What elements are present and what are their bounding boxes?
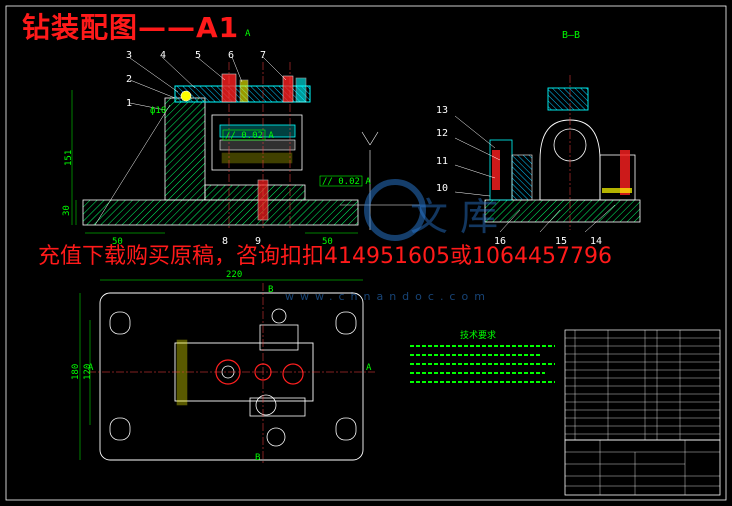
- section-mark-a-left: A: [88, 363, 94, 373]
- part-number: 6: [228, 50, 234, 61]
- section-mark-a-right: A: [366, 363, 372, 373]
- section-mark-b-bottom: B: [255, 453, 260, 463]
- watermark-logo: 文 库 www.chnandoc.com: [285, 179, 498, 303]
- section-label: B–B: [562, 30, 580, 41]
- technical-requirements: 技术要求: [410, 329, 555, 383]
- front-view: [71, 56, 363, 234]
- part-number: 10: [436, 183, 448, 194]
- dim-base-left: 50: [112, 237, 123, 247]
- part-number: 12: [436, 128, 448, 139]
- part-number: 13: [436, 105, 448, 116]
- dim-width-plan: 220: [226, 270, 242, 280]
- part-number: 2: [126, 74, 132, 85]
- dim-height-total: 151: [64, 150, 74, 166]
- section-view-b-b: [454, 75, 641, 233]
- section-mark-b-top: B: [268, 285, 273, 295]
- part-number: 14: [590, 236, 602, 247]
- part-number: 3: [126, 50, 132, 61]
- drawing-border: [5, 5, 727, 501]
- parts-list-table: [564, 329, 721, 441]
- dim-plan-h2: 120: [83, 364, 93, 380]
- dim-base-right: 50: [322, 237, 333, 247]
- part-number: 8: [222, 236, 228, 247]
- svg-text:文 库: 文 库: [410, 195, 498, 239]
- tech-req-title: 技术要求: [460, 329, 496, 341]
- part-number: 9: [255, 236, 261, 247]
- part-number: 1: [126, 98, 132, 109]
- part-number: 15: [555, 236, 567, 247]
- dim-height-base: 30: [62, 205, 72, 216]
- part-number: 16: [494, 236, 506, 247]
- title-block: [564, 439, 721, 496]
- tolerance-frame-2: // 0.02 A: [322, 177, 371, 187]
- drawing-title: 钻装配图——A1: [22, 11, 240, 44]
- tolerance-frame-1: // 0.02 A: [225, 131, 274, 141]
- part-number: 11: [436, 156, 448, 167]
- watermark-text: www.chnandoc.com: [285, 290, 491, 303]
- promo-text: 充值下载购买原稿，咨询扣扣414951605或1064457796: [38, 244, 612, 269]
- part-number: 4: [160, 50, 166, 61]
- plan-marks: B B A A: [88, 285, 372, 463]
- part-number-labels: 1 2 3 4 5 6 7 13 12 11 10 16 15 14 8 9: [126, 50, 602, 247]
- part-number: 7: [260, 50, 266, 61]
- part-number: 5: [195, 50, 201, 61]
- plan-view: [79, 279, 375, 465]
- datum-label: A: [245, 29, 251, 39]
- dim-plan-h1: 180: [71, 364, 81, 380]
- dim-hole-dia: ф10: [150, 106, 166, 116]
- dimension-labels: 151 30 50 50 220 180 120 ф10 // 0.02 A /…: [62, 29, 371, 380]
